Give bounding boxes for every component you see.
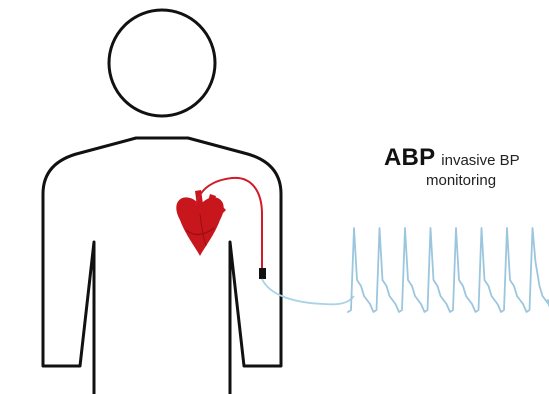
abp-title: ABP [384, 144, 435, 171]
head-outline [109, 10, 215, 116]
abp-line-1: ABP invasive BP [384, 145, 534, 171]
body-outline [43, 138, 281, 394]
abp-waveform [348, 228, 549, 312]
pressure-tubing [262, 279, 354, 304]
pressure-transducer [259, 268, 266, 279]
abp-label: ABP invasive BP monitoring [384, 145, 534, 190]
anatomical-heart-icon [176, 190, 226, 256]
abp-subtitle-line2: monitoring [426, 173, 534, 190]
abp-subtitle-line1: invasive BP [441, 152, 519, 169]
